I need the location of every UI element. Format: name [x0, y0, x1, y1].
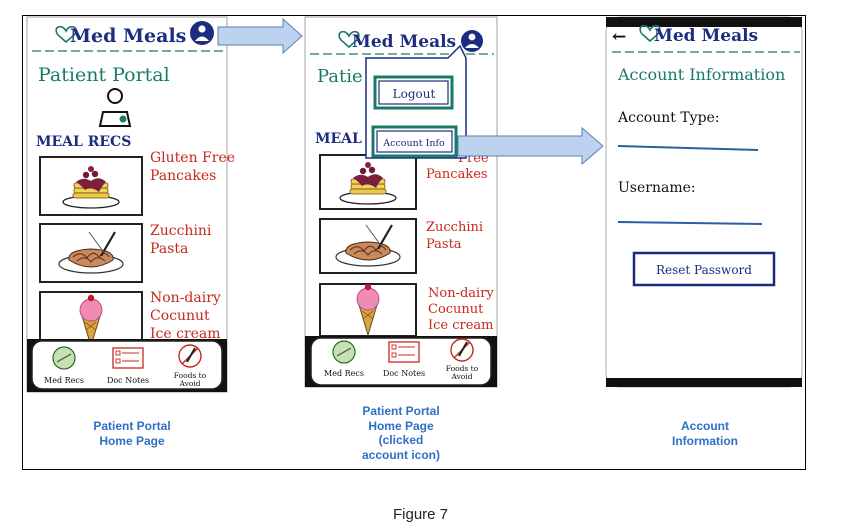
meal-name-line: Ice cream [428, 318, 494, 333]
nav-avoid-label[interactable]: Avoid [178, 379, 200, 388]
account-type-label: Account Type: [617, 110, 720, 126]
nav-doc-notes-label[interactable]: Doc Notes [107, 376, 149, 385]
username-field[interactable] [617, 221, 763, 225]
app-name: Med Meals [70, 25, 186, 47]
flow-arrow [217, 17, 303, 55]
meal-name-line: Zucchini [150, 223, 212, 239]
figure-frame [22, 15, 806, 470]
meal-name-line: Cocunut [428, 302, 484, 317]
app-name: Med Meals [654, 26, 758, 46]
meal-card-pasta[interactable] [39, 223, 143, 283]
nav-doc-notes-label[interactable]: Doc Notes [383, 369, 425, 378]
portal-title: Patie [317, 66, 363, 87]
nav-med-recs-label[interactable]: Med Recs [44, 376, 84, 385]
meal-name-line: Zucchini [426, 220, 483, 235]
logout-label[interactable]: Logout [393, 87, 436, 101]
account-info-title: Account Information [617, 65, 785, 84]
meal-card-icecream[interactable] [319, 283, 417, 337]
meal-name-line: Pasta [150, 241, 188, 257]
doc-notes-icon[interactable] [112, 347, 144, 369]
username-label: Username: [618, 180, 696, 196]
patient-avatar-icon [98, 88, 132, 127]
screen-account-information: ← Med Meals Account Information Account … [605, 16, 803, 388]
meal-recs-heading: MEAL RECS [36, 134, 131, 150]
nav-avoid-label[interactable]: Foods to [174, 371, 207, 380]
screen-portal-menu-open: Med Meals Patie MEAL I Free Pancakes Zuc… [304, 16, 498, 388]
meal-card-pasta[interactable] [319, 218, 417, 274]
account-icon[interactable] [461, 30, 483, 52]
figure-label: Figure 7 [392, 506, 449, 523]
doc-notes-icon[interactable] [388, 341, 420, 363]
meal-name-line: Non-dairy [428, 286, 494, 301]
portal-title: Patient Portal [38, 64, 170, 86]
meal-name-line: Ice cream [150, 326, 221, 342]
caption-clicked-account: Patient Portal Home Page (clicked accoun… [361, 404, 440, 462]
account-info-button[interactable]: Account Info [371, 125, 458, 158]
meal-name-line: Non-dairy [150, 290, 221, 306]
account-info-label[interactable]: Account Info [382, 138, 445, 149]
app-name: Med Meals [352, 32, 456, 52]
caption-home-page: Patient Portal Home Page [93, 419, 171, 448]
screen-patient-portal: Med Meals Patient Portal MEAL RECS Glute… [26, 16, 235, 393]
flow-arrow [457, 126, 604, 166]
logout-button[interactable]: Logout [373, 75, 454, 110]
nav-avoid-label[interactable]: Avoid [450, 372, 472, 381]
meal-name-line: Cocunut [150, 308, 210, 324]
meal-card-pancakes[interactable] [39, 156, 143, 216]
back-arrow-icon[interactable]: ← [612, 27, 626, 47]
caption-account-information: Account Information [672, 419, 738, 448]
meal-card-pancakes[interactable] [319, 154, 417, 210]
meal-name-line: Gluten Free [150, 150, 235, 166]
med-recs-icon[interactable] [332, 340, 356, 364]
reset-password-label[interactable]: Reset Password [656, 263, 752, 277]
account-icon[interactable] [190, 21, 214, 45]
account-type-field[interactable] [617, 145, 759, 151]
meal-name-line: Pasta [426, 237, 462, 252]
nav-med-recs-label[interactable]: Med Recs [324, 369, 364, 378]
med-recs-icon[interactable] [52, 346, 76, 370]
meal-name-line: Pancakes [150, 168, 216, 184]
nav-avoid-label[interactable]: Foods to [446, 364, 479, 373]
foods-to-avoid-icon[interactable] [450, 338, 474, 362]
meal-name-line: Pancakes [426, 167, 488, 182]
foods-to-avoid-icon[interactable] [178, 344, 202, 368]
meal-recs-heading: MEAL I [315, 131, 373, 147]
reset-password-button[interactable]: Reset Password [632, 251, 776, 287]
